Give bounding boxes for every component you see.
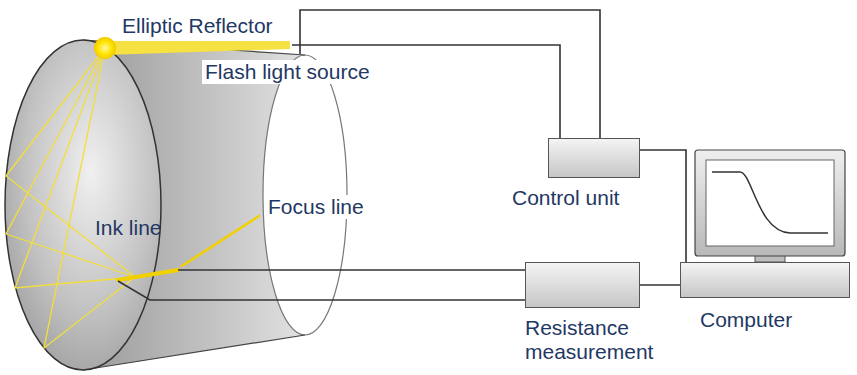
box-label: Resistance measurement <box>525 316 665 364</box>
label-holder: Elliptic Reflector <box>122 14 273 38</box>
label-holder: Flash light source <box>202 60 373 84</box>
box-label: Computer <box>700 308 792 332</box>
part-label: Ink line <box>95 216 162 240</box>
resistance-measurement-box: Resistance measurement <box>525 262 640 308</box>
wire <box>640 284 680 286</box>
control-unit-box: Control unit <box>548 138 640 178</box>
decay-curve <box>712 172 828 233</box>
flash-lamp <box>94 37 116 59</box>
part-label: Focus line <box>265 195 367 219</box>
reflector-face <box>5 40 161 370</box>
wire <box>640 150 686 262</box>
label-holder: Control unit <box>512 186 619 210</box>
monitor-screen <box>706 160 834 246</box>
elliptic-reflector: Elliptic ReflectorFlash light sourceInk … <box>0 0 352 375</box>
monitor-frame <box>695 150 845 256</box>
label-holder: Ink line <box>95 216 162 240</box>
part-label: Flash light source <box>202 60 373 84</box>
computer-case: Computer <box>680 262 850 298</box>
label-holder: Computer <box>700 308 792 332</box>
label-holder: Resistance measurement <box>525 316 665 364</box>
reflector-outline <box>0 0 352 375</box>
label-holder: Focus line <box>265 195 367 219</box>
box-label: Control unit <box>512 186 619 210</box>
wire <box>178 269 525 271</box>
reflector-edge <box>83 40 305 55</box>
part-label: Elliptic Reflector <box>122 14 273 38</box>
